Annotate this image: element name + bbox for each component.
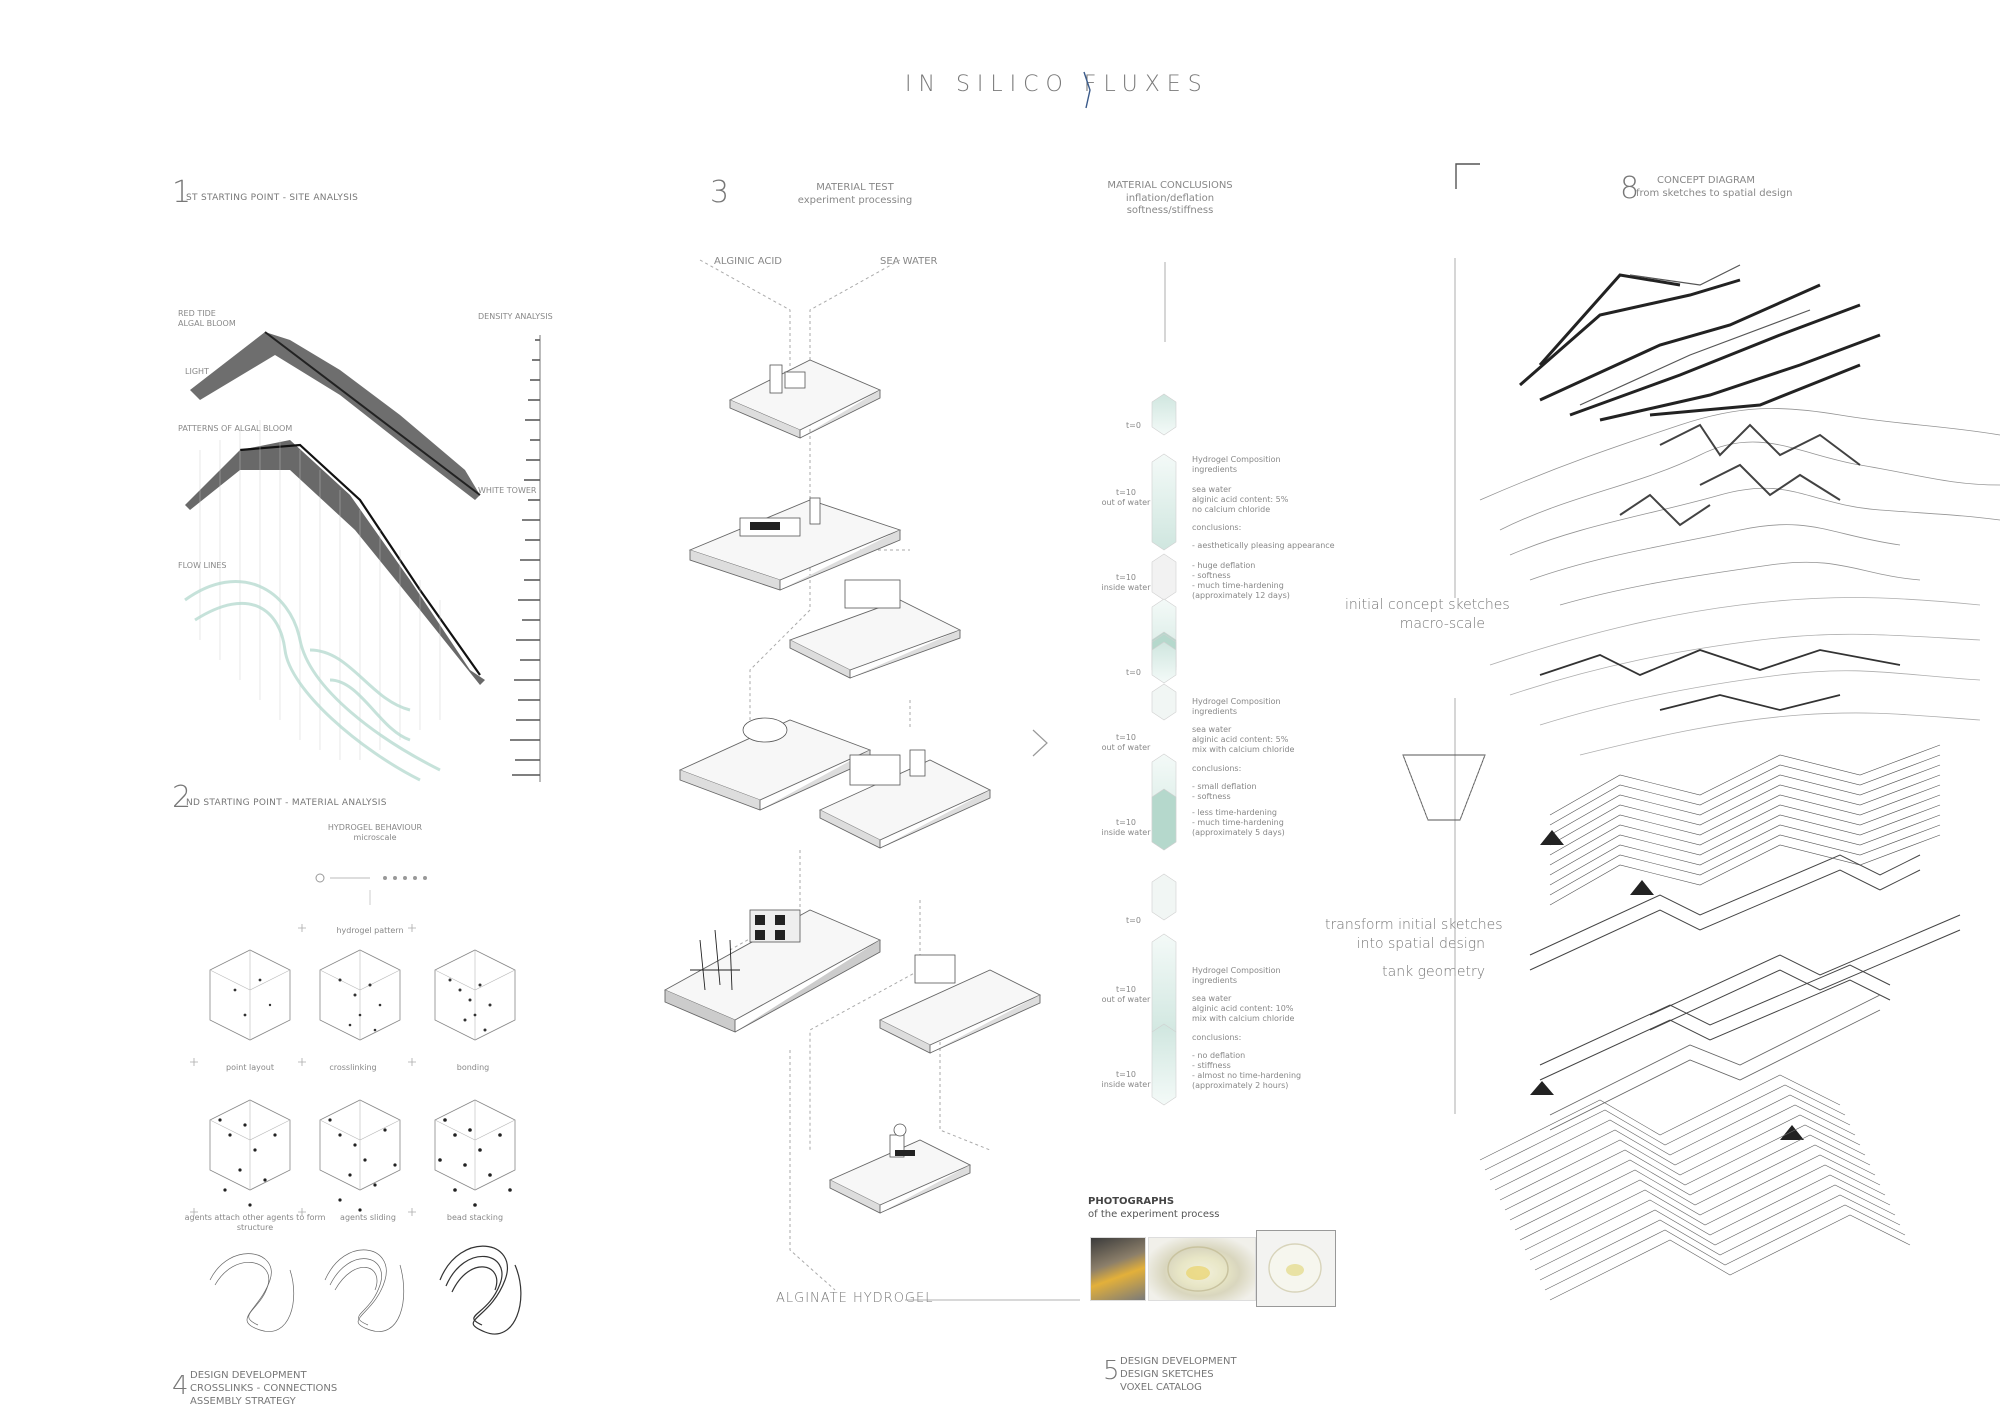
- flow-lines-label: FLOW LINES: [178, 561, 227, 570]
- test3-t10-out: t=10 out of water: [1101, 985, 1151, 1004]
- test1-composition: Hydrogel Composition ingredients: [1192, 455, 1281, 474]
- test3-t10-in: t=10 inside water: [1101, 1070, 1151, 1089]
- patterns-label: PATTERNS OF ALGAL BLOOM: [178, 424, 293, 433]
- voxel-column-diagram: [1151, 393, 1177, 1106]
- experiment-process-diagram: [663, 259, 1080, 1301]
- photo-2-bowl: [1167, 1246, 1229, 1292]
- section-4-number: 4: [172, 1371, 189, 1401]
- test1-t0: t=0: [1126, 421, 1141, 430]
- micro-label-r3c1: agents attach other agents to form struc…: [184, 1213, 326, 1232]
- concept-initial-sketches-label: initial concept sketches macro-scale: [1345, 597, 1510, 632]
- test2-t10-in: t=10 inside water: [1101, 818, 1151, 837]
- concept-vertical-line: [1454, 258, 1456, 1114]
- concept-layered-diagram: [1479, 264, 2000, 1301]
- title-accent-mark: [1083, 71, 1091, 109]
- test1-conclusion-2: - huge deflation - softness - much time-…: [1192, 561, 1290, 600]
- section-8-label: CONCEPT DIAGRAM from sketches to spatial…: [1636, 175, 1793, 199]
- alginic-acid-label: ALGINIC ACID: [714, 256, 782, 267]
- test2-conclusion-1: - small deflation - softness: [1192, 782, 1257, 801]
- test3-conclusions-heading: conclusions:: [1192, 1033, 1242, 1042]
- micro-cube-grid: [190, 924, 522, 1335]
- test1-ingredients: sea water alginic acid content: 5% no ca…: [1192, 485, 1289, 514]
- section-3-number: 3: [710, 175, 730, 210]
- test2-conclusions-heading: conclusions:: [1192, 764, 1242, 773]
- red-tide-label: RED TIDE ALGAL BLOOM: [178, 309, 236, 328]
- test3-composition: Hydrogel Composition ingredients: [1192, 966, 1281, 985]
- photo-experiment-1: [1090, 1237, 1146, 1301]
- test3-t0: t=0: [1126, 916, 1141, 925]
- test1-conclusion-1: - aesthetically pleasing appearance: [1192, 541, 1335, 550]
- page-title: IN SILICO FLUXES: [905, 72, 1209, 97]
- hydrogel-behaviour-label: HYDROGEL BEHAVIOUR microscale: [327, 823, 423, 842]
- alginate-hydrogel-label: ALGINATE HYDROGEL: [776, 1291, 934, 1306]
- micro-label-r3c3: bead stacking: [446, 1213, 504, 1222]
- section-4-label: DESIGN DEVELOPMENT CROSSLINKS - CONNECTI…: [190, 1370, 338, 1407]
- test1-t10-in: t=10 inside water: [1101, 573, 1151, 592]
- test2-conclusion-2: - less time-hardening - much time-harden…: [1192, 808, 1285, 837]
- micro-label-r2c1: point layout: [226, 1063, 274, 1072]
- test2-composition: Hydrogel Composition ingredients: [1192, 697, 1281, 716]
- section-1-number: 1: [172, 175, 192, 210]
- sea-water-label: SEA WATER: [880, 256, 938, 267]
- site-analysis-drawing: [184, 331, 541, 782]
- photo-3-bowl: [1268, 1243, 1322, 1293]
- micro-label-r2c2: crosslinking: [329, 1063, 377, 1072]
- tank-geometry-icon: [1402, 754, 1486, 821]
- micro-label-r1c2: hydrogel pattern: [336, 926, 404, 935]
- section-1-label: ST STARTING POINT - SITE ANALYSIS: [186, 193, 359, 203]
- corner-mark: [1455, 163, 1480, 189]
- concept-tank-geometry-label: tank geometry: [1382, 964, 1485, 980]
- light-label: LIGHT: [185, 367, 209, 376]
- test2-t10-out: t=10 out of water: [1101, 733, 1151, 752]
- section-5-label: DESIGN DEVELOPMENT DESIGN SKETCHES VOXEL…: [1120, 1356, 1237, 1393]
- micro-label-r3c2: agents sliding: [340, 1213, 396, 1222]
- section-3-label: MATERIAL TEST experiment processing: [797, 182, 913, 206]
- material-conclusions-label: MATERIAL CONCLUSIONS inflation/deflation…: [1107, 180, 1233, 216]
- photographs-title: PHOTOGRAPHS: [1088, 1196, 1175, 1207]
- micro-label-r2c3: bonding: [456, 1063, 490, 1072]
- test2-ingredients: sea water alginic acid content: 5% mix w…: [1192, 725, 1295, 754]
- density-analysis-label: DENSITY ANALYSIS: [478, 312, 553, 321]
- test1-t10-out: t=10 out of water: [1101, 488, 1151, 507]
- white-tower-label: WHITE TOWER: [478, 486, 537, 495]
- chevron-right-icon: [1032, 729, 1048, 757]
- section-8-number: 8: [1620, 171, 1640, 206]
- concept-transform-label: transform initial sketches into spatial …: [1325, 917, 1503, 952]
- test3-conclusion-1: - no deflation - stiffness - almost no t…: [1192, 1051, 1302, 1090]
- section-5-number: 5: [1103, 1356, 1120, 1386]
- test2-t0: t=0: [1126, 668, 1141, 677]
- test1-conclusions-heading: conclusions:: [1192, 523, 1242, 532]
- hydrogel-legend-strip: [315, 873, 427, 905]
- section-2-label: ND STARTING POINT - MATERIAL ANALYSIS: [186, 798, 387, 808]
- photographs-subtitle: of the experiment process: [1088, 1209, 1220, 1220]
- conclusions-divider: [1164, 262, 1166, 342]
- section-2-number: 2: [172, 780, 192, 815]
- test3-ingredients: sea water alginic acid content: 10% mix …: [1192, 994, 1295, 1023]
